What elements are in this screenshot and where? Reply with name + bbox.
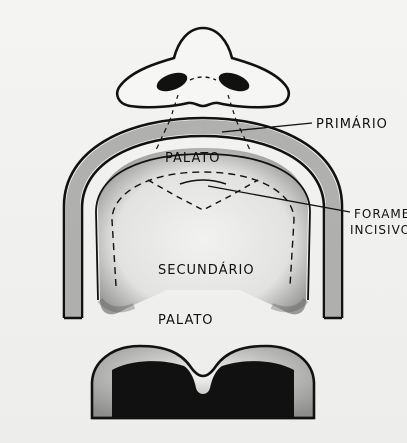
label-forame: FORAME xyxy=(354,207,407,221)
label-palato-lower: PALATO xyxy=(158,313,214,328)
palate xyxy=(64,118,342,318)
label-secundario: SECUNDÁRIO xyxy=(158,262,255,278)
label-incisivo: INCISIVO xyxy=(350,223,407,237)
label-primario: PRIMÁRIO xyxy=(316,116,388,132)
nose xyxy=(117,28,289,120)
label-palato-upper: PALATO xyxy=(165,151,221,166)
mouth xyxy=(92,346,314,418)
